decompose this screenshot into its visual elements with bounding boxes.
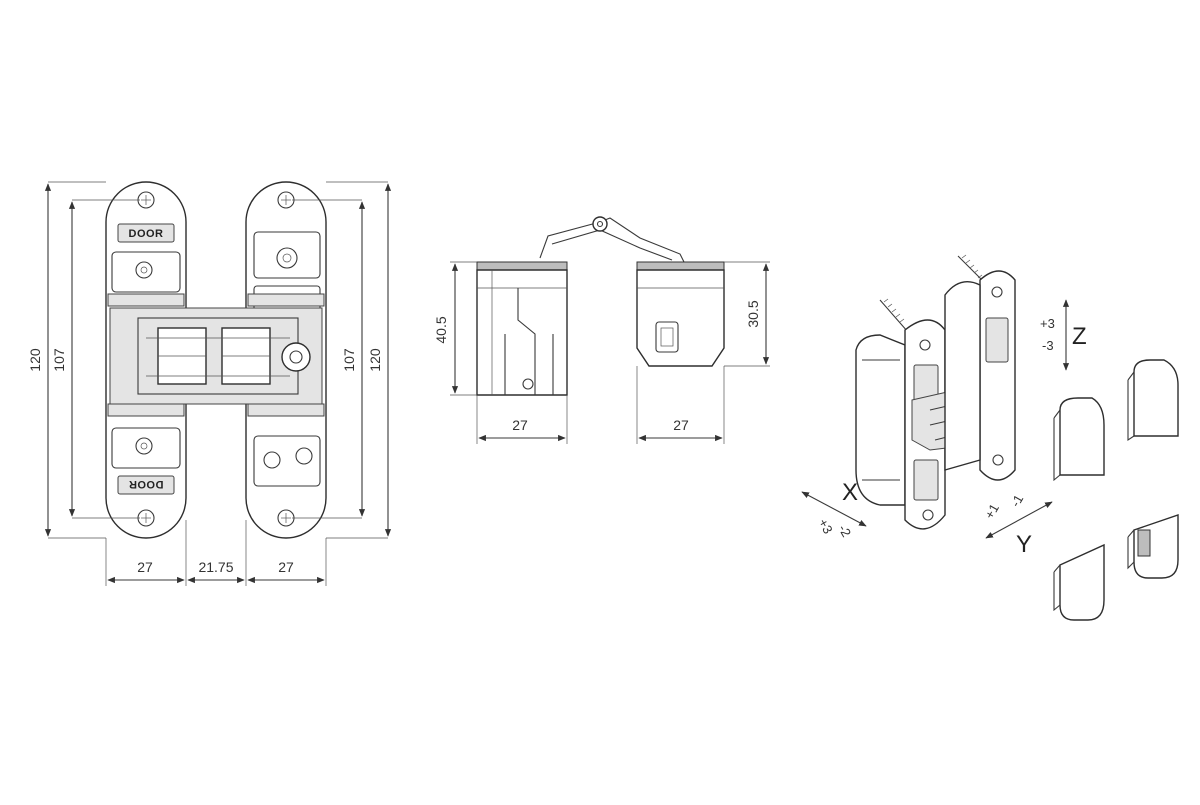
dim-height-inner-right: 107	[341, 348, 357, 372]
axis-z-plus: +3	[1040, 316, 1055, 331]
side-dim-width-right: 27	[673, 417, 689, 433]
central-mechanism	[109, 307, 323, 405]
axis-y-label: Y	[1016, 531, 1032, 558]
axis-x-plus: +3	[815, 516, 835, 536]
dim-gap: 21.75	[198, 559, 233, 575]
side-dim-width-left: 27	[512, 417, 528, 433]
brand-label-bottom: DOOR	[129, 478, 164, 490]
side-dim-height-right: 30.5	[745, 300, 761, 327]
dim-height-outer-left: 120	[27, 348, 43, 372]
axis-y-minus: -1	[1008, 492, 1027, 510]
front-view: DOOR DOOR	[27, 181, 392, 586]
side-view: 40.5 30.5 27 27	[433, 216, 770, 444]
brand-label-top: DOOR	[129, 228, 164, 240]
dim-height-inner-left: 107	[51, 348, 67, 372]
axis-x-label: X	[842, 479, 858, 506]
axis-x-minus: -2	[835, 522, 854, 540]
dim-width-right: 27	[278, 559, 294, 575]
dim-height-outer-right: 120	[367, 348, 383, 372]
axis-z-minus: -3	[1042, 338, 1054, 353]
dim-width-left: 27	[137, 559, 153, 575]
axis-y-plus: +1	[982, 501, 1002, 521]
side-dim-height-left: 40.5	[433, 316, 449, 343]
axis-z-label: Z	[1072, 323, 1087, 350]
isometric-view: X +3 -2 Y +1 -1 Z +3 -3	[801, 254, 1179, 621]
